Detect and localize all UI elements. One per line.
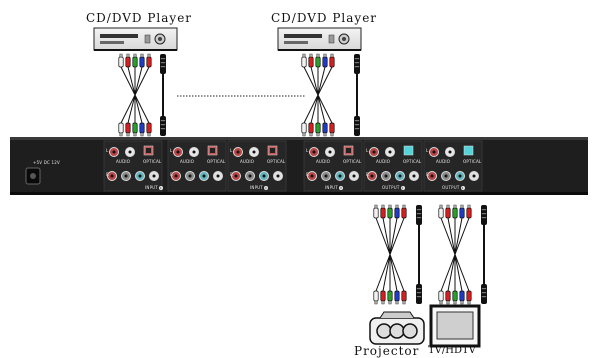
- source-label-2: CD/DVD Player: [271, 11, 378, 25]
- channel-l-label: L: [426, 148, 429, 153]
- cd-dvd-player-2-icon: [277, 27, 362, 51]
- output-2-cable-bundle: [438, 204, 487, 305]
- channel-l-label: L: [106, 148, 109, 153]
- output-1-cable-bundle: [373, 204, 422, 305]
- panel-module-2: [167, 140, 227, 192]
- source-label-1: CD/DVD Player: [86, 11, 193, 25]
- audio-label: AUDIO: [316, 159, 331, 164]
- projector-icon: [369, 311, 425, 345]
- optical-label: OPTICAL: [403, 159, 422, 164]
- power-label: +5V DC 12V: [33, 160, 60, 165]
- channel-r-label: R: [230, 172, 233, 177]
- panel-module-1: [103, 140, 163, 192]
- output-label-tv: TV/HDTV: [428, 345, 476, 356]
- optical-label: OPTICAL: [463, 159, 482, 164]
- audio-label: AUDIO: [436, 159, 451, 164]
- optical-label: OPTICAL: [343, 159, 362, 164]
- source-1-cable-bundle: [118, 53, 166, 137]
- optical-label: OPTICAL: [267, 159, 286, 164]
- optical-label: OPTICAL: [143, 159, 162, 164]
- panel-module-4: [303, 140, 363, 192]
- cable-groups: [118, 53, 487, 305]
- source-2-cable-bundle: [301, 53, 360, 137]
- channel-l-label: L: [366, 148, 369, 153]
- panel-module-5: [363, 140, 423, 192]
- channel-r-label: R: [170, 172, 173, 177]
- panel-module-6: [423, 140, 483, 192]
- channel-l-label: L: [306, 148, 309, 153]
- panel-module-3: [227, 140, 287, 192]
- channel-l-label: L: [230, 148, 233, 153]
- channel-l-label: L: [170, 148, 173, 153]
- switch-back-panel: [10, 137, 588, 195]
- output-label-projector: Projector: [354, 344, 420, 358]
- channel-r-label: R: [366, 172, 369, 177]
- channel-r-label: R: [426, 172, 429, 177]
- audio-label: AUDIO: [376, 159, 391, 164]
- audio-label: AUDIO: [116, 159, 131, 164]
- audio-label: AUDIO: [240, 159, 255, 164]
- audio-label: AUDIO: [180, 159, 195, 164]
- tv-hdtv-icon: [429, 304, 481, 348]
- cd-dvd-player-1-icon: [93, 27, 178, 51]
- optical-label: OPTICAL: [207, 159, 226, 164]
- channel-r-label: R: [106, 172, 109, 177]
- channel-r-label: R: [306, 172, 309, 177]
